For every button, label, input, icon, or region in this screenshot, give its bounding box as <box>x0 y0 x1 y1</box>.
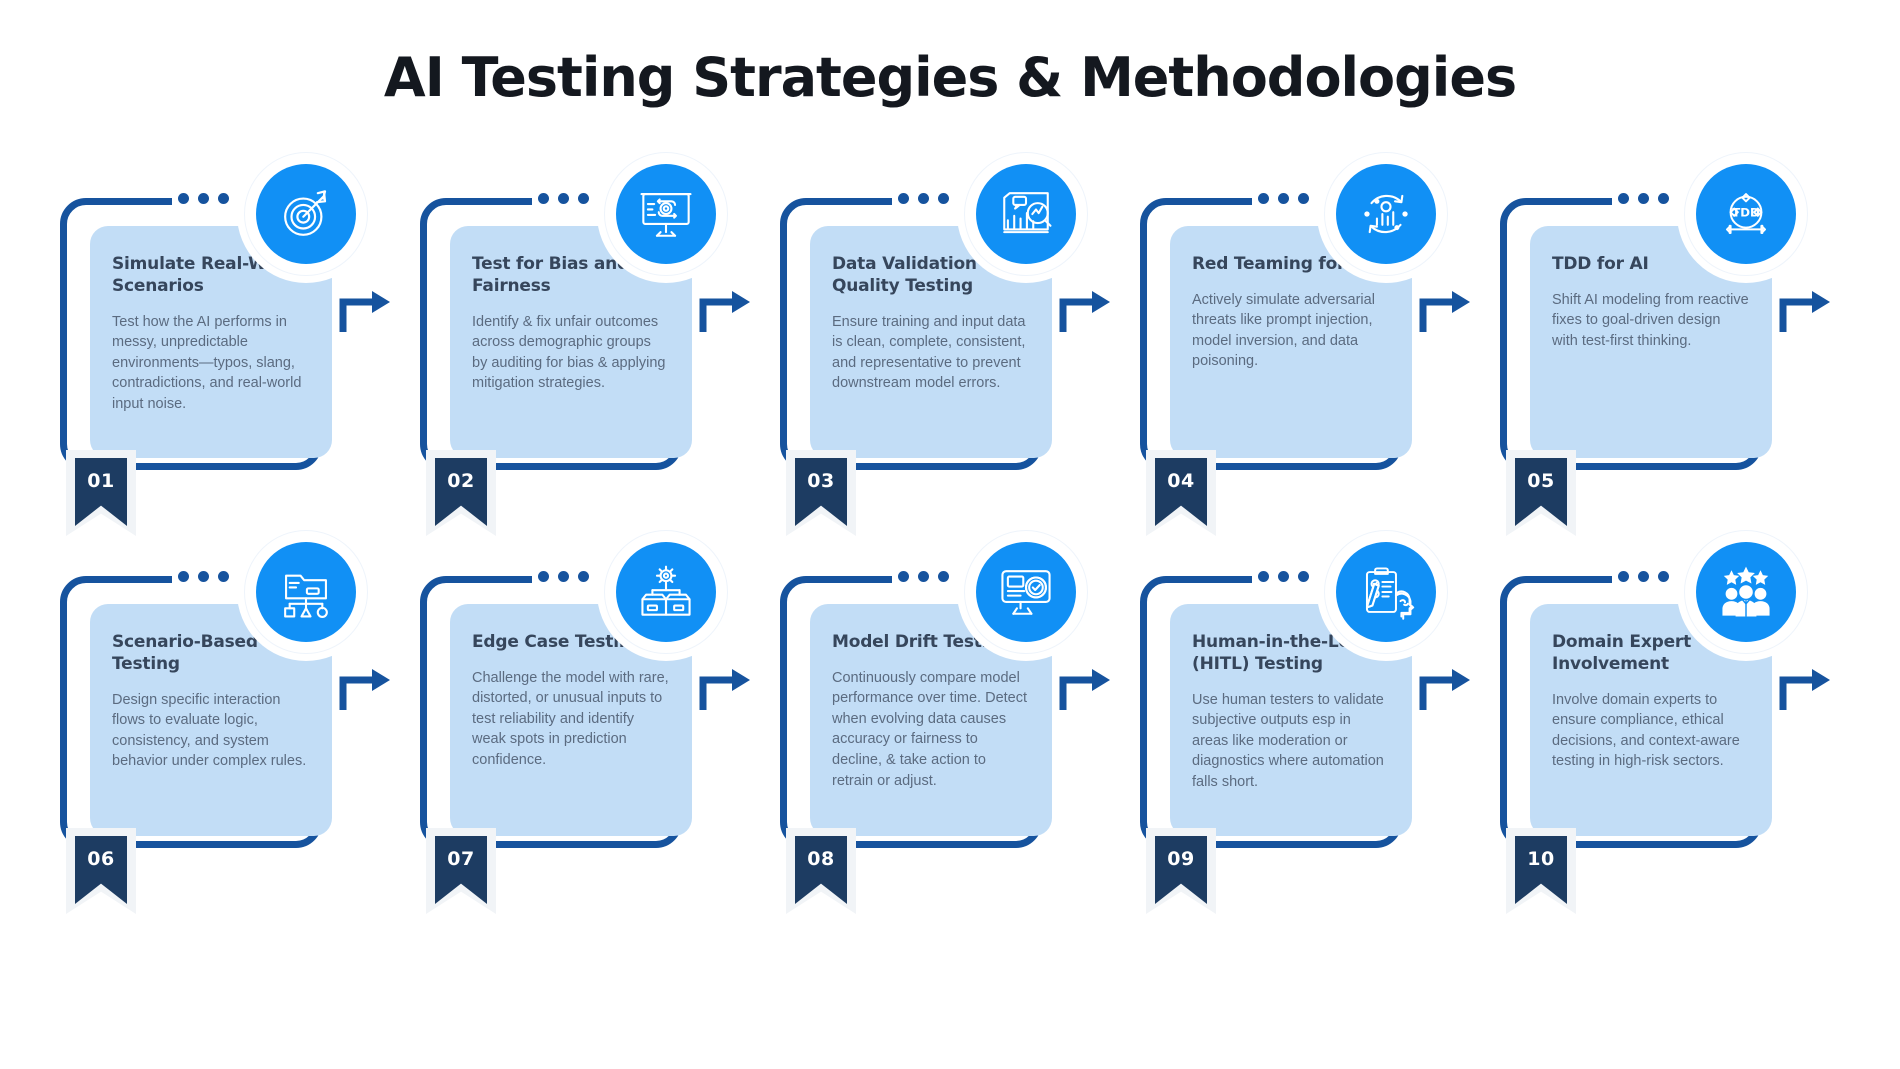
step-number-badge: 01 <box>66 450 136 536</box>
next-step-arrow-icon <box>1778 664 1840 710</box>
step-number-badge: 10 <box>1506 828 1576 914</box>
card-body: Identify & fix unfair outcomes across de… <box>472 313 666 392</box>
card-body: Use human testers to validate subjective… <box>1192 691 1384 790</box>
card-body: Involve domain experts to ensure complia… <box>1552 691 1740 770</box>
presentation-settings-icon <box>616 164 716 264</box>
card-icon-bubble <box>1684 530 1808 654</box>
page-title: AI Testing Strategies & Methodologies <box>383 46 1517 109</box>
step-number: 03 <box>807 470 835 492</box>
next-step-arrow-icon <box>1418 286 1480 332</box>
card-body: Ensure training and input data is clean,… <box>832 313 1026 392</box>
card-title: Human-in-the-Loop (HITL) Testing <box>1192 632 1374 674</box>
dots-decoration <box>1258 193 1309 204</box>
card-body: Design specific interaction flows to eva… <box>112 691 307 770</box>
dots-decoration <box>178 193 229 204</box>
card-icon-bubble <box>1324 530 1448 654</box>
step-number: 09 <box>1167 848 1195 870</box>
dots-decoration <box>1258 571 1309 582</box>
card-title: Simulate Real-World Scenarios <box>112 254 304 296</box>
card-body: Actively simulate adversarial threats li… <box>1192 291 1375 370</box>
dots-decoration <box>538 571 589 582</box>
step-number: 06 <box>87 848 115 870</box>
strategy-card: Red Teaming for AI Actively simulate adve… <box>1132 152 1470 536</box>
card-icon-bubble <box>244 152 368 276</box>
step-number-badge: 08 <box>786 828 856 914</box>
step-number: 05 <box>1527 470 1555 492</box>
clipboard-brain-icon <box>1336 542 1436 642</box>
card-body: Challenge the model with rare, distorted… <box>472 669 669 769</box>
step-number-badge: 05 <box>1506 450 1576 536</box>
card-body: Continuously compare model performance o… <box>832 669 1028 789</box>
card-body: Shift AI modeling from reactive fixes to… <box>1552 291 1749 349</box>
step-number-badge: 09 <box>1146 828 1216 914</box>
card-title: TDD for AI <box>1552 254 1649 274</box>
step-number: 04 <box>1167 470 1195 492</box>
next-step-arrow-icon <box>698 286 760 332</box>
card-icon-bubble <box>1684 152 1808 276</box>
step-number: 01 <box>87 470 115 492</box>
card-icon-bubble <box>244 530 368 654</box>
step-number: 10 <box>1527 848 1555 870</box>
step-number-badge: 07 <box>426 828 496 914</box>
target-arrow-icon <box>256 164 356 264</box>
card-icon-bubble <box>964 152 1088 276</box>
next-step-arrow-icon <box>1058 286 1120 332</box>
next-step-arrow-icon <box>1418 664 1480 710</box>
card-title: Data Validation & Quality Testing <box>832 254 998 296</box>
card-title: Red Teaming for AI <box>1192 254 1371 274</box>
step-number-badge: 04 <box>1146 450 1216 536</box>
card-title: Model Drift Testing <box>832 632 1012 652</box>
card-title: Scenario-Based Testing <box>112 632 258 674</box>
card-icon-bubble <box>604 152 728 276</box>
next-step-arrow-icon <box>1058 664 1120 710</box>
gear-boxes-icon <box>616 542 716 642</box>
card-icon-bubble <box>1324 152 1448 276</box>
next-step-arrow-icon <box>698 664 760 710</box>
step-number-badge: 02 <box>426 450 496 536</box>
chart-magnifier-icon <box>976 164 1076 264</box>
card-body: Test how the AI performs in messy, unpre… <box>112 313 302 412</box>
dots-decoration <box>178 571 229 582</box>
flowchart-folder-icon <box>256 542 356 642</box>
step-number-badge: 06 <box>66 828 136 914</box>
card-title: Domain Expert Involvement <box>1552 632 1692 674</box>
strategy-card: TDD for AI Shift AI modeling from reactiv… <box>1492 152 1830 536</box>
step-number: 07 <box>447 848 475 870</box>
monitor-check-icon <box>976 542 1076 642</box>
dots-decoration <box>1618 571 1669 582</box>
dots-decoration <box>898 571 949 582</box>
dots-decoration <box>538 193 589 204</box>
card-title: Test for Bias and Fairness <box>472 254 630 296</box>
next-step-arrow-icon <box>338 664 400 710</box>
card-icon-bubble <box>604 530 728 654</box>
dots-decoration <box>898 193 949 204</box>
analytics-cycle-icon <box>1336 164 1436 264</box>
next-step-arrow-icon <box>1778 286 1840 332</box>
card-icon-bubble <box>964 530 1088 654</box>
expert-team-stars-icon <box>1696 542 1796 642</box>
card-title: Edge Case Testing <box>472 632 643 652</box>
step-number: 02 <box>447 470 475 492</box>
tdd-cycle-icon <box>1696 164 1796 264</box>
dots-decoration <box>1618 193 1669 204</box>
step-number-badge: 03 <box>786 450 856 536</box>
step-number: 08 <box>807 848 835 870</box>
next-step-arrow-icon <box>338 286 400 332</box>
